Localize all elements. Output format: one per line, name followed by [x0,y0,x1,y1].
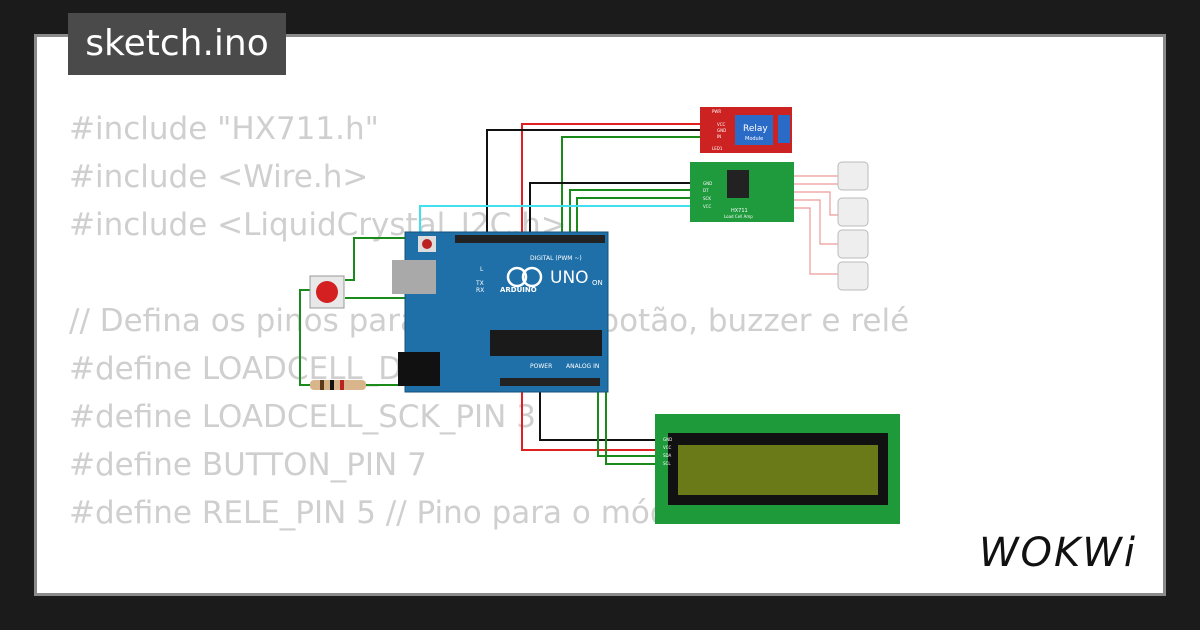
load-cell-3[interactable] [837,229,869,259]
code-line: #include "HX711.h" [69,111,379,147]
power-label: POWER [530,363,552,370]
wire-hx-vcc [419,205,700,236]
digital-label: DIGITAL (PWM ~) [530,255,582,262]
wire-lcd-sda [597,385,660,457]
code-line: #include <Wire.h> [69,159,369,195]
rx-label: RX [476,287,484,294]
file-tab[interactable]: sketch.ino [68,13,286,75]
hx711-chip [727,170,749,198]
push-button[interactable] [309,275,345,309]
wire-hx-gnd [529,182,700,236]
relay-pwr-led: PWR [712,109,721,114]
relay-module[interactable]: Relay Module VCC GND IN PWR LED1 [700,107,792,153]
lcd-screen [678,445,878,495]
relay-block [735,115,773,145]
hx711-label: HX711 [731,208,748,214]
wire-resistor [299,289,310,386]
power-jack [398,352,440,386]
lcd-pin-vcc: VCC [663,445,672,450]
wire-hx-dt [569,189,700,236]
load-cell-4[interactable] [837,261,869,291]
wire-loadcells [790,175,840,275]
on-label: ON [592,279,603,287]
arduino-uno-board[interactable]: UNO ARDUINO DIGITAL (PWM ~) ON POWER ANA… [392,231,609,393]
wokwi-logo: WOKWi [979,528,1149,580]
board-brand: ARDUINO [500,286,537,294]
usb-port [392,260,436,294]
relay-led1: LED1 [712,146,723,151]
arduino-logo-left [506,266,528,288]
code-line: #define BUTTON_PIN 7 [69,447,427,483]
lcd-1602-i2c[interactable]: GND VCC SDA SCL [655,414,900,524]
lcd-pin-sda: SDA [663,453,672,458]
lcd-pin-scl: SCL [663,461,671,466]
relay-terminal [778,115,790,143]
wire-hx-sck [576,197,700,236]
hx711-module[interactable]: HX711 Load Cell Amp GND DT SCK VCC [690,162,794,222]
hx711-pin-vcc: VCC [703,204,712,209]
power-analog-header [500,378,600,386]
wokwi-logo-mark: WOKWi [979,530,1137,576]
hx711-sub: Load Cell Amp [724,214,753,219]
wokwi-logo-text: WOKWi [979,530,1137,576]
arduino-logo-right [521,266,543,288]
load-cell-2[interactable] [837,197,869,227]
wire-lcd-scl [605,385,660,465]
atmega-chip [490,330,602,356]
code-line: #define LOADCELL_SCK_PIN 3 [69,399,536,435]
relay-sub: Module [745,136,763,142]
analog-label: ANALOG IN [566,363,599,370]
load-cells[interactable] [837,161,869,291]
wire-gnd-black [486,129,708,236]
wire-relay-in [561,136,708,236]
l-label: L [480,266,484,273]
relay-label: Relay [743,124,768,134]
load-cell-1[interactable] [837,161,869,191]
resistor [310,380,366,390]
relay-pin-in: IN [717,134,721,139]
relay-pin-vcc: VCC [717,122,726,127]
board-name: UNO [550,268,589,288]
hx711-pin-gnd: GND [703,181,712,186]
tx-label: TX [475,280,484,287]
lcd-pin-gnd: GND [663,437,672,442]
digital-header [455,235,605,243]
wire-lcd-gnd [539,385,660,441]
relay-pin-gnd: GND [717,128,726,133]
code-line: // Inicialize o objeto HX711 [69,585,909,593]
hx711-pin-dt: DT [703,188,709,193]
hx711-pin-sck: SCK [703,196,711,201]
